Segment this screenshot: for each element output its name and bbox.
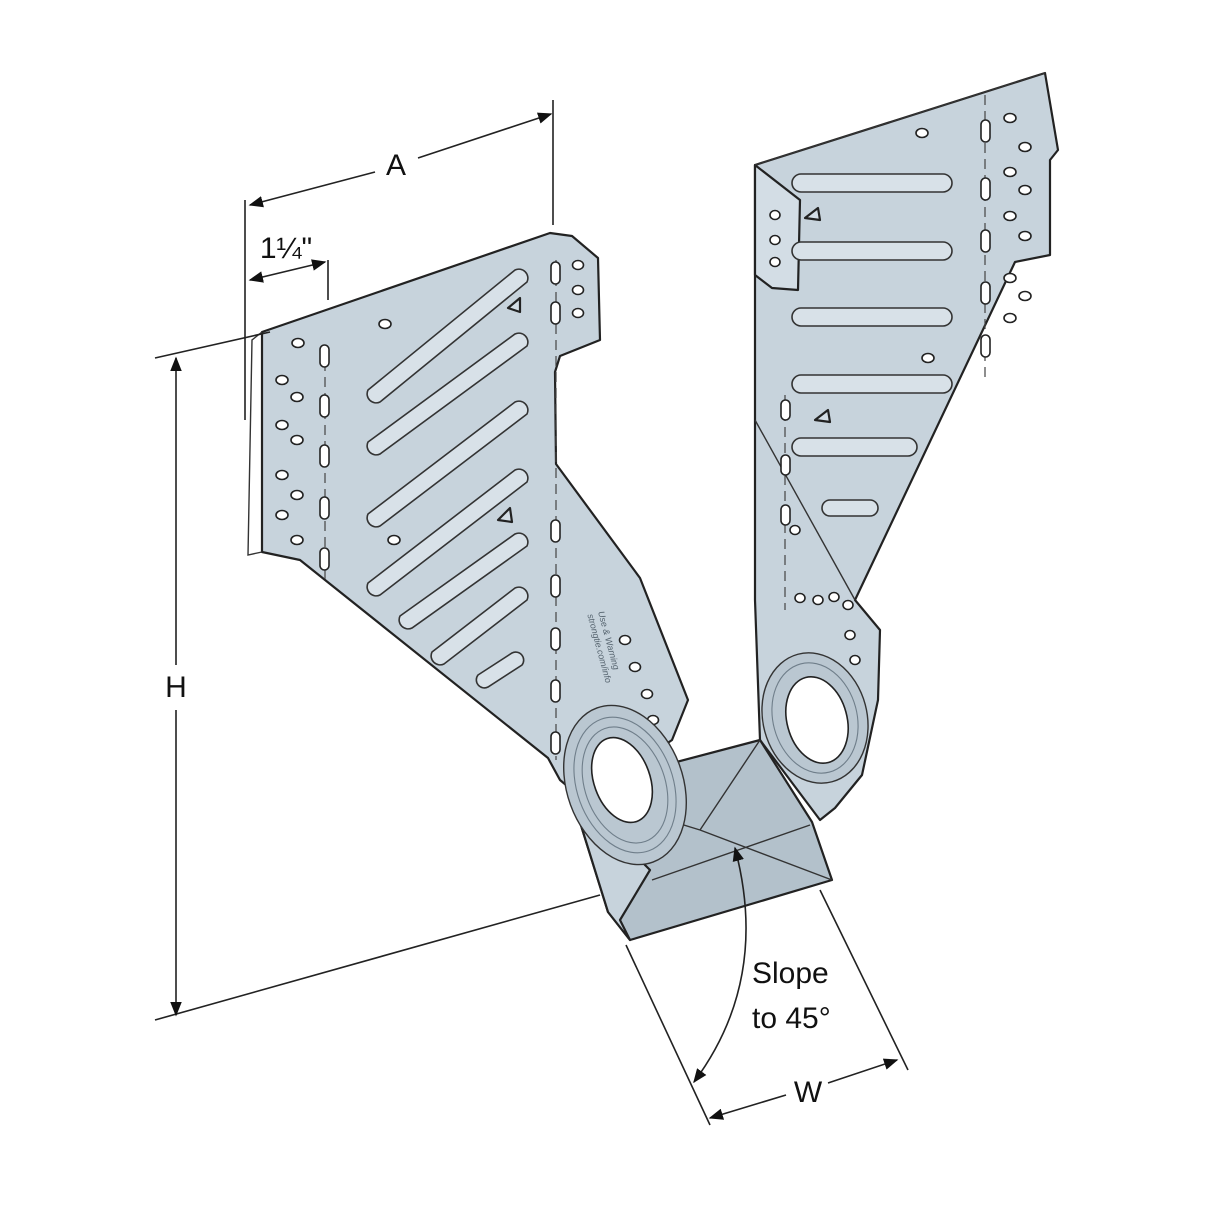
left-hole-pattern <box>275 259 660 755</box>
seat <box>563 704 834 942</box>
left-ribs <box>366 268 529 689</box>
dimension-a: A <box>244 100 554 420</box>
left-flange: Use & Warning strongtie.com/info <box>247 231 690 792</box>
dim-w-label: W <box>794 1076 823 1109</box>
dimension-h: H <box>154 331 601 1021</box>
right-hole-pattern <box>762 112 1032 866</box>
dim-quarter-label: 1¼" <box>260 232 312 265</box>
dim-a-label: A <box>386 149 406 182</box>
dimension-one-quarter: 1¼" <box>248 232 329 300</box>
slope-indicator: Slope to 45° <box>693 846 831 1084</box>
dim-h-label: H <box>165 671 187 704</box>
right-bolt-ring <box>761 652 869 784</box>
left-bolt-ring <box>563 704 687 866</box>
slope-line1: Slope <box>752 957 829 990</box>
slope-line2: to 45° <box>752 1002 831 1035</box>
dimension-w: W <box>625 889 909 1126</box>
right-flange <box>753 71 1060 866</box>
right-ribs <box>791 173 953 517</box>
